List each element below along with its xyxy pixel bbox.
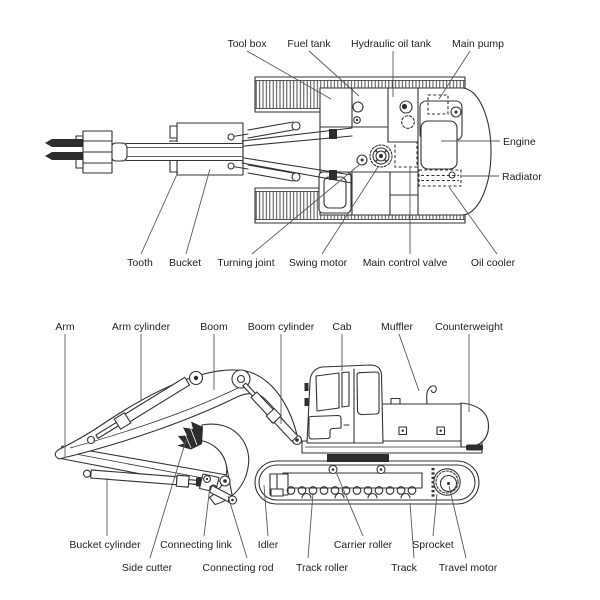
label-carrier-roller: Carrier roller	[334, 539, 393, 551]
leader-track	[409, 502, 415, 559]
label-boom-cylinder: Boom cylinder	[248, 321, 315, 333]
label-idler: Idler	[258, 539, 279, 551]
track-inner	[258, 464, 476, 501]
side-view-leader-lines	[64, 333, 470, 559]
label-connecting-rod: Connecting rod	[202, 562, 273, 574]
top-view-diagram: Tool box Fuel tank Hydraulic oil tank Ma…	[45, 38, 542, 269]
label-boom: Boom	[200, 321, 228, 333]
label-main-pump: Main pump	[452, 38, 504, 50]
label-fuel-tank: Fuel tank	[287, 38, 331, 50]
label-cab: Cab	[332, 321, 351, 333]
label-track-roller: Track roller	[296, 562, 349, 574]
leader-sprocket	[432, 493, 438, 537]
counterweight-side	[460, 402, 490, 451]
label-hydraulic-oil-tank: Hydraulic oil tank	[351, 38, 432, 50]
swing-bearing	[327, 454, 389, 462]
boom-cylinder-side	[242, 382, 299, 442]
track-assembly-side	[254, 454, 480, 505]
bucket-linkage-side	[198, 465, 238, 505]
cab-lower-window	[308, 414, 342, 440]
sprocket-side	[433, 468, 461, 496]
label-sprocket: Sprocket	[412, 539, 454, 551]
leader-fuel-tank	[308, 50, 360, 97]
label-counterweight: Counterweight	[435, 321, 503, 333]
teeth-top-view	[45, 139, 83, 160]
label-swing-motor: Swing motor	[289, 257, 348, 269]
leader-carrier-roller	[335, 471, 364, 537]
leader-side-cutter	[149, 439, 187, 559]
leader-oil-cooler	[448, 186, 498, 255]
cab-side	[304, 364, 384, 444]
arm-cylinder-side	[95, 376, 191, 439]
muffler-side	[426, 385, 437, 404]
label-engine: Engine	[503, 136, 536, 148]
leader-connecting-link	[203, 485, 211, 537]
side-view-diagram: Arm Arm cylinder Boom Boom cylinder Cab …	[54, 321, 503, 574]
label-connecting-link: Connecting link	[160, 539, 233, 551]
label-track: Track	[391, 562, 418, 574]
leader-idler	[263, 484, 269, 537]
leader-swing-motor	[321, 166, 379, 255]
leader-travel-motor	[448, 485, 467, 559]
swing-motor-top	[369, 144, 393, 168]
leader-bucket	[185, 168, 211, 255]
engine-deck-side	[382, 397, 462, 436]
label-radiator: Radiator	[502, 171, 542, 183]
upper-body-side	[301, 364, 490, 454]
bucket-side	[177, 421, 250, 506]
top-view-leader-lines	[140, 50, 500, 255]
label-side-cutter: Side cutter	[122, 562, 173, 574]
boom-cylinders-top-view	[227, 121, 301, 182]
label-tool-box: Tool box	[227, 38, 267, 50]
track-frame	[282, 472, 423, 489]
cab-door-window	[356, 371, 380, 416]
label-arm-cylinder: Arm cylinder	[112, 321, 171, 333]
label-oil-cooler: Oil cooler	[471, 257, 516, 269]
leader-main-pump	[438, 50, 471, 100]
label-bucket-cylinder: Bucket cylinder	[69, 539, 141, 551]
leader-tool-box	[246, 50, 332, 100]
label-arm: Arm	[55, 321, 75, 333]
arm-top-view	[110, 142, 244, 162]
label-turning-joint: Turning joint	[217, 257, 274, 269]
label-bucket: Bucket	[169, 257, 201, 269]
fuel-tank-top	[352, 101, 364, 124]
label-travel-motor: Travel motor	[439, 562, 498, 574]
main-pump-top	[427, 94, 449, 115]
leader-turning-joint	[251, 164, 360, 255]
engine-top	[420, 120, 458, 170]
label-muffler: Muffler	[381, 321, 413, 333]
top-view-labels: Tool box Fuel tank Hydraulic oil tank Ma…	[127, 38, 542, 269]
idler-side	[269, 473, 289, 497]
main-control-valve-top	[394, 141, 418, 168]
leader-tooth	[140, 171, 179, 255]
arm-cylinder-rod-pin	[86, 435, 96, 445]
carrier-rollers	[328, 464, 386, 475]
muffler-top	[450, 106, 462, 118]
cab-front-window	[315, 372, 340, 412]
bucket-teeth-side	[177, 421, 203, 450]
label-main-control-valve: Main control valve	[363, 257, 448, 269]
leader-muffler	[398, 333, 420, 392]
leader-connecting-rod	[227, 495, 248, 559]
radiator-oil-cooler-top	[418, 169, 462, 187]
leader-track-roller	[307, 492, 314, 559]
hydraulic-oil-tank-top	[399, 100, 415, 129]
turning-joint-top	[356, 154, 368, 166]
label-tooth: Tooth	[127, 257, 153, 269]
side-view-labels: Arm Arm cylinder Boom Boom cylinder Cab …	[55, 321, 503, 574]
